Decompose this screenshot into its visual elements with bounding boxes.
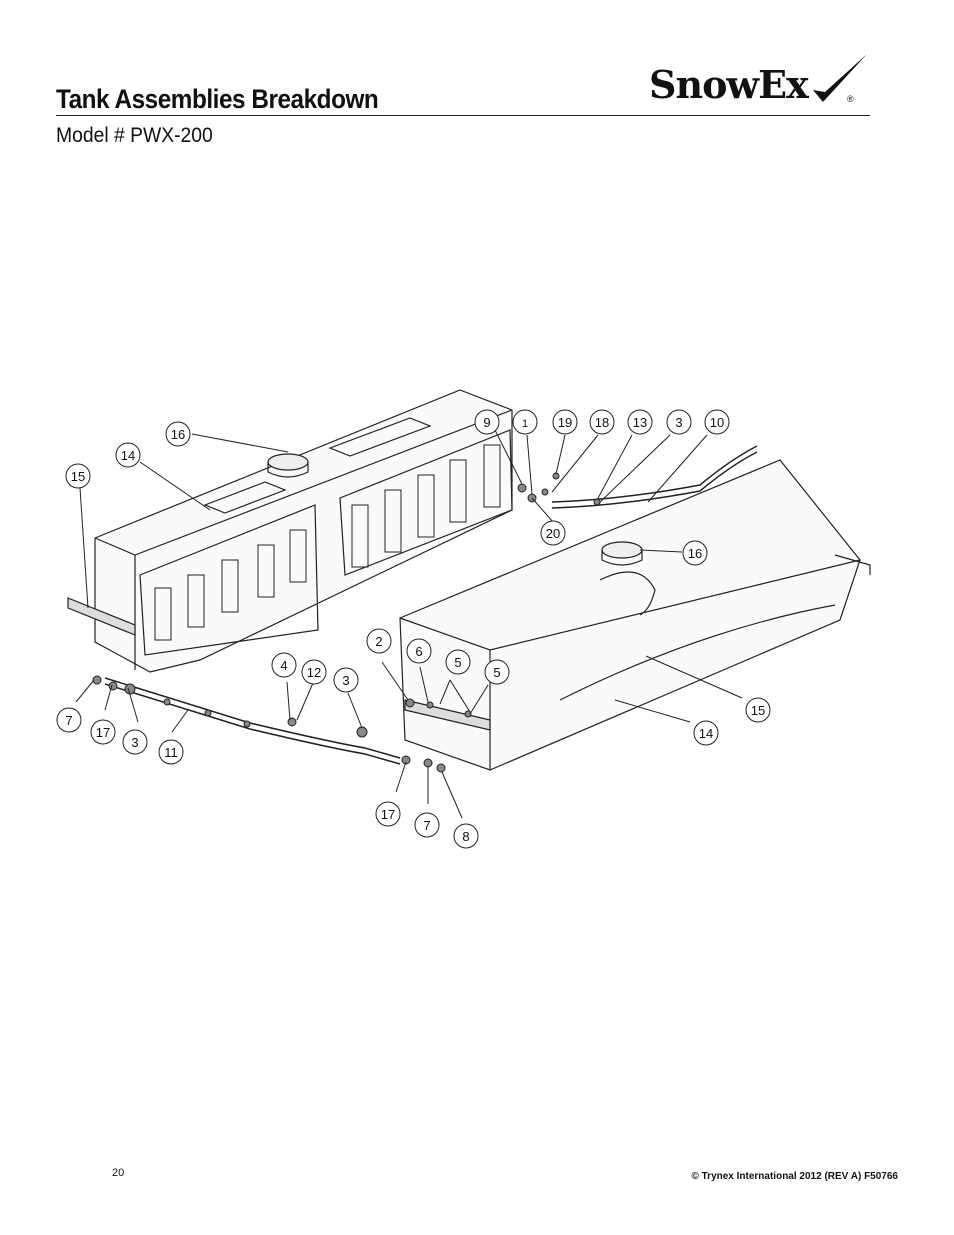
tank-exploded-diagram: 16 14 15 9 1 19 18 13 3 10 20 16 2 6 5 5…: [56, 389, 871, 849]
callout-label: 3: [342, 673, 349, 688]
header-rule: [56, 115, 870, 116]
callout-label: 20: [546, 526, 560, 541]
callout-label: 4: [280, 658, 287, 673]
callout-label: 3: [675, 415, 682, 430]
checkmark-icon: [813, 54, 867, 102]
callout-label: 12: [307, 665, 321, 680]
callout-label: 11: [164, 745, 178, 760]
model-subtitle: Model # PWX-200: [56, 124, 213, 147]
callout-label: 2: [375, 634, 382, 649]
callout-label: 5: [454, 655, 461, 670]
snowex-logo: SnowEx ®: [645, 52, 870, 110]
callout-label: 14: [121, 448, 135, 463]
callout-label: 17: [96, 725, 110, 740]
callout-label: 3: [131, 735, 138, 750]
callout-label: 17: [381, 807, 395, 822]
fitting-parts: [92, 472, 601, 773]
left-tank-drawing: [67, 389, 513, 673]
callout-leaders: [75, 429, 743, 819]
hose-lines: [104, 445, 758, 765]
callout-label: 16: [171, 427, 185, 442]
callout-label: 14: [699, 726, 713, 741]
page-title: Tank Assemblies Breakdown: [56, 84, 379, 114]
callout-label: 7: [423, 818, 430, 833]
logo-wordmark: SnowEx: [649, 62, 809, 107]
callout-label: 6: [415, 644, 422, 659]
callout-label: 9: [483, 415, 490, 430]
callout-bubbles: [56, 409, 771, 849]
callout-labels: 16 14 15 9 1 19 18 13 3 10 20 16 2 6 5 5…: [65, 415, 765, 844]
callout-label: 15: [71, 469, 85, 484]
callout-label: 13: [633, 415, 647, 430]
callout-label: 16: [688, 546, 702, 561]
callout-label: 1: [522, 418, 528, 430]
page-number: 20: [112, 1167, 125, 1179]
copyright-footer: © Trynex International 2012 (REV A) F507…: [691, 1171, 898, 1182]
callout-label: 10: [710, 415, 724, 430]
callout-label: 5: [493, 665, 500, 680]
callout-label: 7: [65, 713, 72, 728]
callout-label: 18: [595, 415, 609, 430]
logo-registered-mark: ®: [847, 94, 854, 104]
callout-label: 19: [558, 415, 572, 430]
callout-label: 15: [751, 703, 765, 718]
callout-label: 8: [462, 829, 469, 844]
